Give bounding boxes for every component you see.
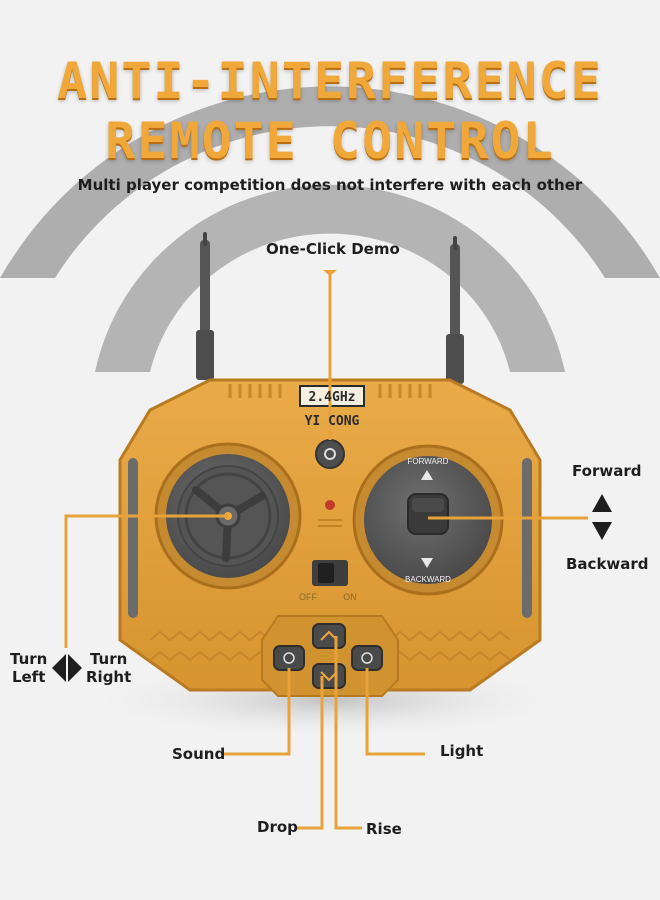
headline-line-1: ANTI-INTERFERENCE xyxy=(57,52,603,110)
forward-direction-arrow xyxy=(592,494,612,512)
light-callout-label: Light xyxy=(440,742,484,760)
light-icon xyxy=(361,652,373,664)
button-pad xyxy=(261,615,399,697)
demo-callout-label: One-Click Demo xyxy=(266,240,400,258)
drop-icon xyxy=(320,671,338,682)
drop-button[interactable] xyxy=(312,663,346,689)
turn-right-arrow-icon xyxy=(68,654,82,682)
rise-callout-label: Rise xyxy=(366,820,402,838)
switch-off-label: OFF xyxy=(299,592,317,602)
turn-right-callout-label: Turn Right xyxy=(86,650,132,686)
dial-forward-label: FORWARD xyxy=(408,457,449,466)
demo-button-icon xyxy=(324,448,336,460)
throttle-dial[interactable] xyxy=(352,444,504,596)
forward-arrow-icon xyxy=(421,470,433,480)
light-button[interactable] xyxy=(351,645,383,671)
brand-text: YI CONG xyxy=(305,414,360,429)
antenna-left xyxy=(196,232,214,380)
sound-button[interactable] xyxy=(273,645,305,671)
headline-line-2: REMOTE CONTROL xyxy=(105,112,555,170)
frequency-text: 2.4GHz xyxy=(309,390,356,405)
backward-callout-label: Backward xyxy=(566,555,649,573)
sound-callout-label: Sound xyxy=(172,745,226,763)
drop-callout-label: Drop xyxy=(257,818,298,836)
power-switch[interactable] xyxy=(312,560,348,586)
power-led xyxy=(325,500,335,510)
rise-icon xyxy=(320,630,338,641)
dial-backward-label: BACKWARD xyxy=(405,575,451,584)
antenna-right xyxy=(446,236,464,384)
callout-lines xyxy=(64,270,588,830)
switch-on-label: ON xyxy=(343,592,357,602)
demo-button[interactable] xyxy=(315,439,345,469)
turn-left-arrow-icon xyxy=(52,654,66,682)
backward-direction-arrow xyxy=(592,522,612,540)
signal-arcs xyxy=(0,86,660,372)
backward-arrow-icon xyxy=(421,558,433,568)
rise-button[interactable] xyxy=(312,623,346,649)
subtitle: Multi player competition does not interf… xyxy=(77,176,583,194)
frequency-badge xyxy=(299,385,365,407)
forward-callout-label: Forward xyxy=(572,462,642,480)
sound-icon xyxy=(283,652,295,664)
turn-left-callout-label: Turn Left xyxy=(10,650,48,686)
